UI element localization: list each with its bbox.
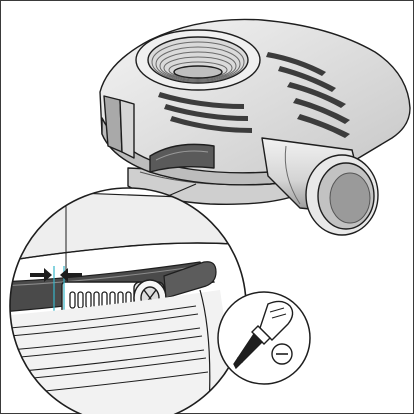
detail-leader-line <box>167 183 197 197</box>
vent-slots-right <box>266 52 350 138</box>
top-opening-bottom <box>173 65 223 79</box>
screwdriver-collar <box>251 325 271 345</box>
minus-circle-icon <box>271 343 293 365</box>
top-opening-inner <box>147 36 249 84</box>
vent-slots-left <box>158 92 252 133</box>
shroud-front-window-inner <box>155 150 209 161</box>
screwdriver-tip <box>233 356 243 370</box>
screwdriver-icon <box>233 300 294 370</box>
exhaust-port-seam <box>284 145 301 205</box>
arrow-right-icon <box>30 268 52 282</box>
clamp-tail <box>163 261 217 299</box>
arrow-left-icon <box>60 268 82 282</box>
screwdriver-handle <box>259 300 294 341</box>
exhaust-port-opening-depth <box>329 172 371 224</box>
clamp-band-highlight <box>10 265 201 287</box>
detail-callout <box>9 183 247 414</box>
gap-arrows <box>30 268 82 282</box>
tool-callout <box>217 291 311 385</box>
shroud-left-pillar-edge <box>119 99 135 159</box>
detail-housing-edge <box>10 242 246 263</box>
dust-shroud <box>99 18 411 236</box>
